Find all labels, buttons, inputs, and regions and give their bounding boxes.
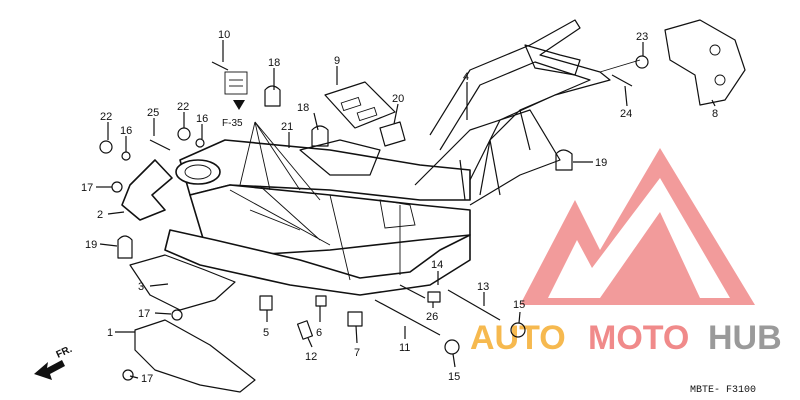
front-indicator-label: FR.	[55, 344, 74, 361]
callout-16-right: 16	[196, 113, 208, 125]
rear-bracket-part-8	[664, 19, 746, 106]
rear-bracket-hole-a	[709, 44, 721, 56]
callout-16-left: 16	[120, 125, 132, 137]
callout-labels: 10 18 9 18 20 4 23 24 8 22 25 22 16 16 2…	[81, 29, 718, 385]
callout-10: 10	[218, 29, 230, 41]
seat-rail-lower	[414, 109, 561, 206]
bracket-part-20	[379, 121, 406, 147]
frame-top-cover-mount	[299, 139, 381, 176]
callout-4: 4	[463, 71, 469, 83]
callout-22-left: 22	[100, 111, 112, 123]
clip-part-17-lower	[122, 369, 134, 381]
callout-6: 6	[316, 327, 322, 339]
watermark-text-hub: HUB	[708, 319, 782, 357]
rear-bracket-hole-b	[714, 74, 726, 86]
clip-part-19-right	[555, 149, 573, 171]
nut-part-15-lower	[444, 339, 460, 355]
reference-leader-d	[254, 121, 321, 201]
nut-part-26	[427, 291, 441, 303]
watermark-text-moto: MOTO	[588, 319, 689, 357]
nut-part-23	[635, 55, 649, 69]
plate-slot-a	[340, 96, 362, 112]
callout-21: 21	[281, 121, 293, 133]
watermark-text-auto: AUTO	[470, 319, 566, 357]
callout-7: 7	[354, 347, 360, 359]
bolt-part-10	[211, 61, 229, 71]
callout-14: 14	[431, 259, 443, 271]
front-arrow-icon	[34, 360, 65, 380]
bolt-part-11	[374, 299, 441, 336]
reference-code: F-35	[222, 118, 243, 129]
callout-13: 13	[477, 281, 489, 293]
reference-arrow-icon	[233, 100, 245, 110]
watermark-logo	[520, 148, 755, 305]
collar-part-7	[347, 311, 363, 327]
washer-part-16-left	[121, 151, 131, 161]
callout-17-mid: 17	[138, 308, 150, 320]
callout-8: 8	[712, 108, 718, 120]
clip-part-19-left	[117, 235, 133, 259]
callout-23: 23	[636, 31, 648, 43]
watermark-triangle-core	[600, 212, 700, 298]
callout-20: 20	[392, 93, 404, 105]
emblem-plate-part-2	[121, 159, 173, 221]
side-cover-part-3	[129, 254, 236, 311]
washer-part-16-right	[195, 138, 205, 148]
callout-19-left: 19	[85, 239, 97, 251]
callout-18-lower: 18	[297, 102, 309, 114]
frame-headstock-bore	[184, 164, 212, 180]
bolt-part-13	[447, 289, 501, 321]
nut-part-6	[315, 295, 327, 307]
callout-9: 9	[334, 55, 340, 67]
frame-headstock	[175, 159, 221, 185]
collar-part-5	[259, 295, 273, 311]
callout-24: 24	[620, 108, 632, 120]
callout-11: 11	[399, 342, 410, 354]
seat-rail-struts	[459, 109, 531, 201]
seat-rail-upper	[429, 19, 611, 181]
clip-part-18-lower	[311, 125, 329, 147]
callout-18-upper: 18	[268, 57, 280, 69]
callout-17-lower: 17	[141, 373, 153, 385]
callout-3: 3	[138, 281, 144, 293]
leader-lines	[96, 40, 716, 379]
diagram-code: MBTE- F3100	[690, 385, 756, 396]
callout-17-upper: 17	[81, 182, 93, 194]
clip-part-17-upper	[111, 181, 123, 193]
collar-part-12	[296, 320, 314, 340]
seat-rail-crossmember	[524, 44, 581, 76]
caution-label-tag	[224, 71, 248, 95]
callout-2: 2	[97, 209, 103, 221]
plate-part-9	[324, 81, 396, 129]
lower-cover-part-1	[134, 319, 256, 393]
callout-15-upper: 15	[513, 299, 525, 311]
callout-15-lower: 15	[448, 371, 460, 383]
callout-19-right: 19	[595, 157, 607, 169]
reference-leader-b	[254, 121, 271, 191]
callout-5: 5	[263, 327, 269, 339]
frame-lower-rail	[164, 229, 471, 296]
reference-leader-c	[239, 121, 256, 186]
clip-part-18-upper	[264, 85, 281, 107]
callout-25: 25	[147, 107, 159, 119]
bolt-part-14	[399, 284, 426, 299]
main-frame	[164, 19, 641, 296]
nut-part-22-left	[99, 140, 113, 154]
watermark-wordmark: AUTO MOTO HUB	[470, 319, 782, 357]
seat-rail-tip	[599, 59, 641, 73]
bolt-part-25	[149, 139, 171, 151]
bolt-part-24	[611, 74, 633, 87]
callout-26: 26	[426, 311, 438, 323]
reference-leader-a	[254, 121, 301, 191]
callout-22-right: 22	[177, 101, 189, 113]
callout-12: 12	[305, 351, 317, 363]
callout-1: 1	[107, 327, 113, 339]
frame-pivot-plate	[379, 199, 416, 229]
nut-part-22	[177, 127, 191, 141]
plate-slot-b	[356, 106, 378, 122]
nut-part-15-upper	[510, 322, 526, 338]
clip-part-17-mid	[171, 309, 183, 321]
frame-internal-bracing	[229, 185, 401, 281]
